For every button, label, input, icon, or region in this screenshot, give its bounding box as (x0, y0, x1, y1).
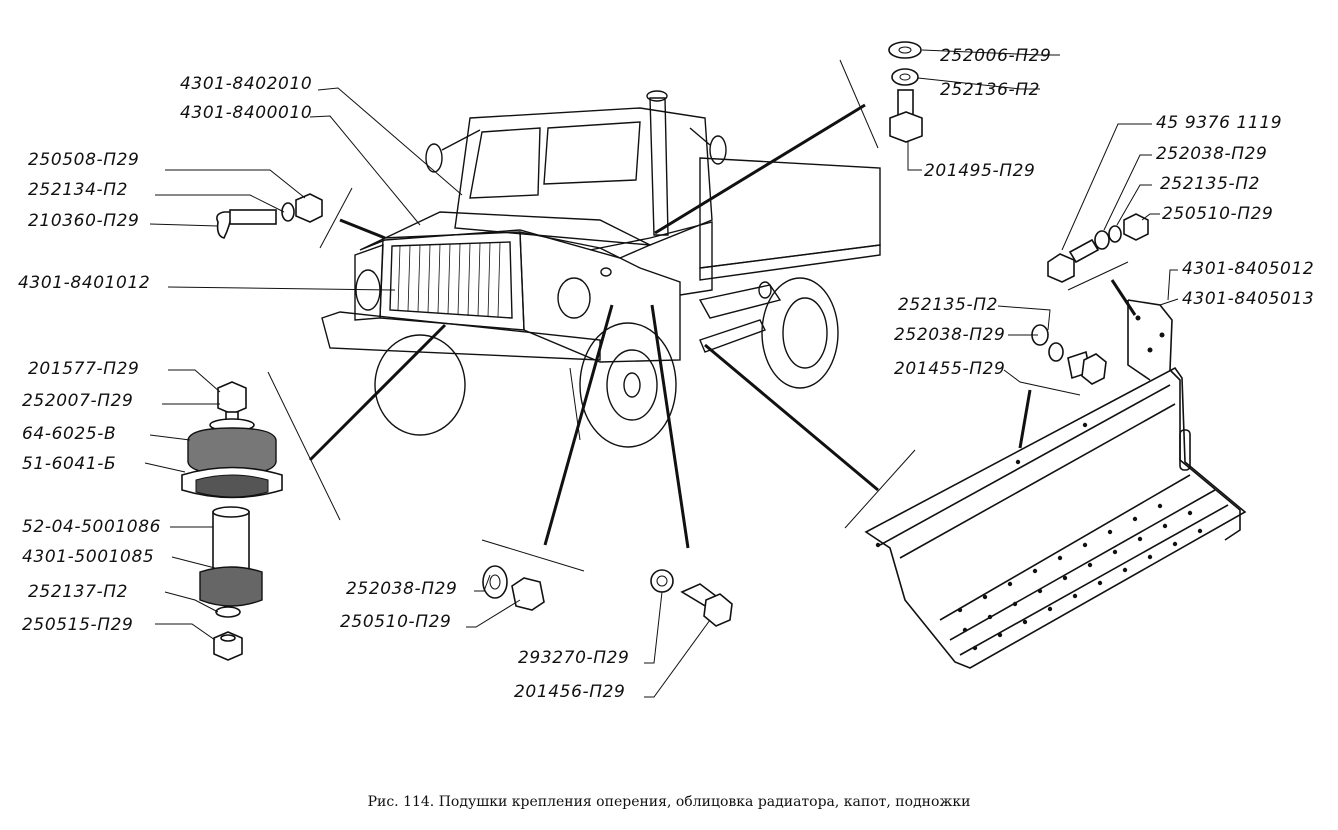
label-51-6041-b: 51-6041-Б (22, 454, 116, 474)
label-201577-p29: 201577-П29 (28, 359, 139, 379)
mid-spring-washer (1048, 342, 1064, 362)
step-bracket-upright (1127, 299, 1241, 541)
label-252135-p2-mid: 252135-П2 (898, 295, 998, 315)
carriage-bolt-shank (229, 209, 277, 225)
label-250510-p29-center: 250510-П29 (340, 612, 451, 632)
lower-cushion (199, 566, 263, 607)
center-bolt-head (703, 593, 733, 627)
label-210360-p29: 210360-П29 (28, 211, 139, 231)
assembly-lines (308, 103, 1137, 549)
figure-caption: Рис. 114. Подушки крепления оперения, об… (367, 794, 971, 810)
label-201495-p29: 201495-П29 (924, 161, 1035, 181)
center-washer-nut (482, 565, 545, 611)
mid-bolt-stack (1031, 324, 1107, 385)
label-252038-p29-center: 252038-П29 (346, 579, 457, 599)
label-252137-p2: 252137-П2 (28, 582, 128, 602)
center-hex-nut (511, 577, 545, 611)
label-252007-p29: 252007-П29 (22, 391, 133, 411)
label-252006-p29: 252006-П29 (940, 46, 1051, 66)
washer-small (281, 202, 295, 222)
footstep-bracket (864, 299, 1247, 669)
right-spring-washer (1108, 225, 1122, 243)
label-252038-p29-mid: 252038-П29 (894, 325, 1005, 345)
radiator-mount-assembly (181, 381, 283, 661)
hex-nut-small (295, 193, 323, 223)
label-252135-p2-right: 252135-П2 (1160, 174, 1260, 194)
right-hex-nut (1123, 213, 1149, 241)
label-45-9376-1119: 45 9376 1119 (1156, 113, 1282, 133)
label-250508-p29: 250508-П29 (28, 150, 139, 170)
mid-bolt-head (1081, 353, 1107, 385)
right-bolt-stack (1047, 213, 1149, 283)
center-lockwasher-bolt (650, 569, 733, 627)
top-bolt-head (889, 111, 923, 143)
label-4301-8401012: 4301-8401012 (18, 273, 150, 293)
spring-washer (215, 606, 241, 618)
label-4301-8400010: 4301-8400010 (180, 103, 312, 123)
rubber-cushion-lower (195, 474, 269, 498)
label-52-04-5001086: 52-04-5001086 (22, 517, 161, 537)
flange-bolt-head (1047, 253, 1075, 283)
top-bolt-stack (888, 41, 923, 143)
label-4301-8402010: 4301-8402010 (180, 74, 312, 94)
label-252038-p29-right: 252038-П29 (1156, 144, 1267, 164)
spacer-sleeve (212, 511, 250, 571)
leader-lines (144, 49, 1179, 698)
label-250515-p29: 250515-П29 (22, 615, 133, 635)
label-252134-p2: 252134-П2 (28, 180, 128, 200)
flange-bolt-shank (1068, 238, 1100, 264)
hood-bolt-assembly (216, 193, 323, 239)
hex-bolt-head (217, 381, 247, 415)
step-plate (864, 366, 1247, 669)
label-4301-5001085: 4301-5001085 (22, 547, 154, 567)
label-250510-p29-right: 250510-П29 (1162, 204, 1273, 224)
label-4301-8405012: 4301-8405012 (1182, 259, 1314, 279)
truck-drawing (321, 90, 881, 448)
label-293270-p29: 293270-П29 (518, 648, 629, 668)
label-252136-p2: 252136-П2 (940, 80, 1040, 100)
part-labels: 4301-8402010 4301-8400010 250508-П29 252… (18, 46, 1314, 702)
right-washer (1094, 230, 1110, 250)
label-64-6025-v: 64-6025-В (22, 424, 116, 444)
label-4301-8405013: 4301-8405013 (1182, 289, 1314, 309)
step-holes (875, 315, 1203, 651)
label-201455-p29: 201455-П29 (894, 359, 1005, 379)
label-201456-p29: 201456-П29 (514, 682, 625, 702)
